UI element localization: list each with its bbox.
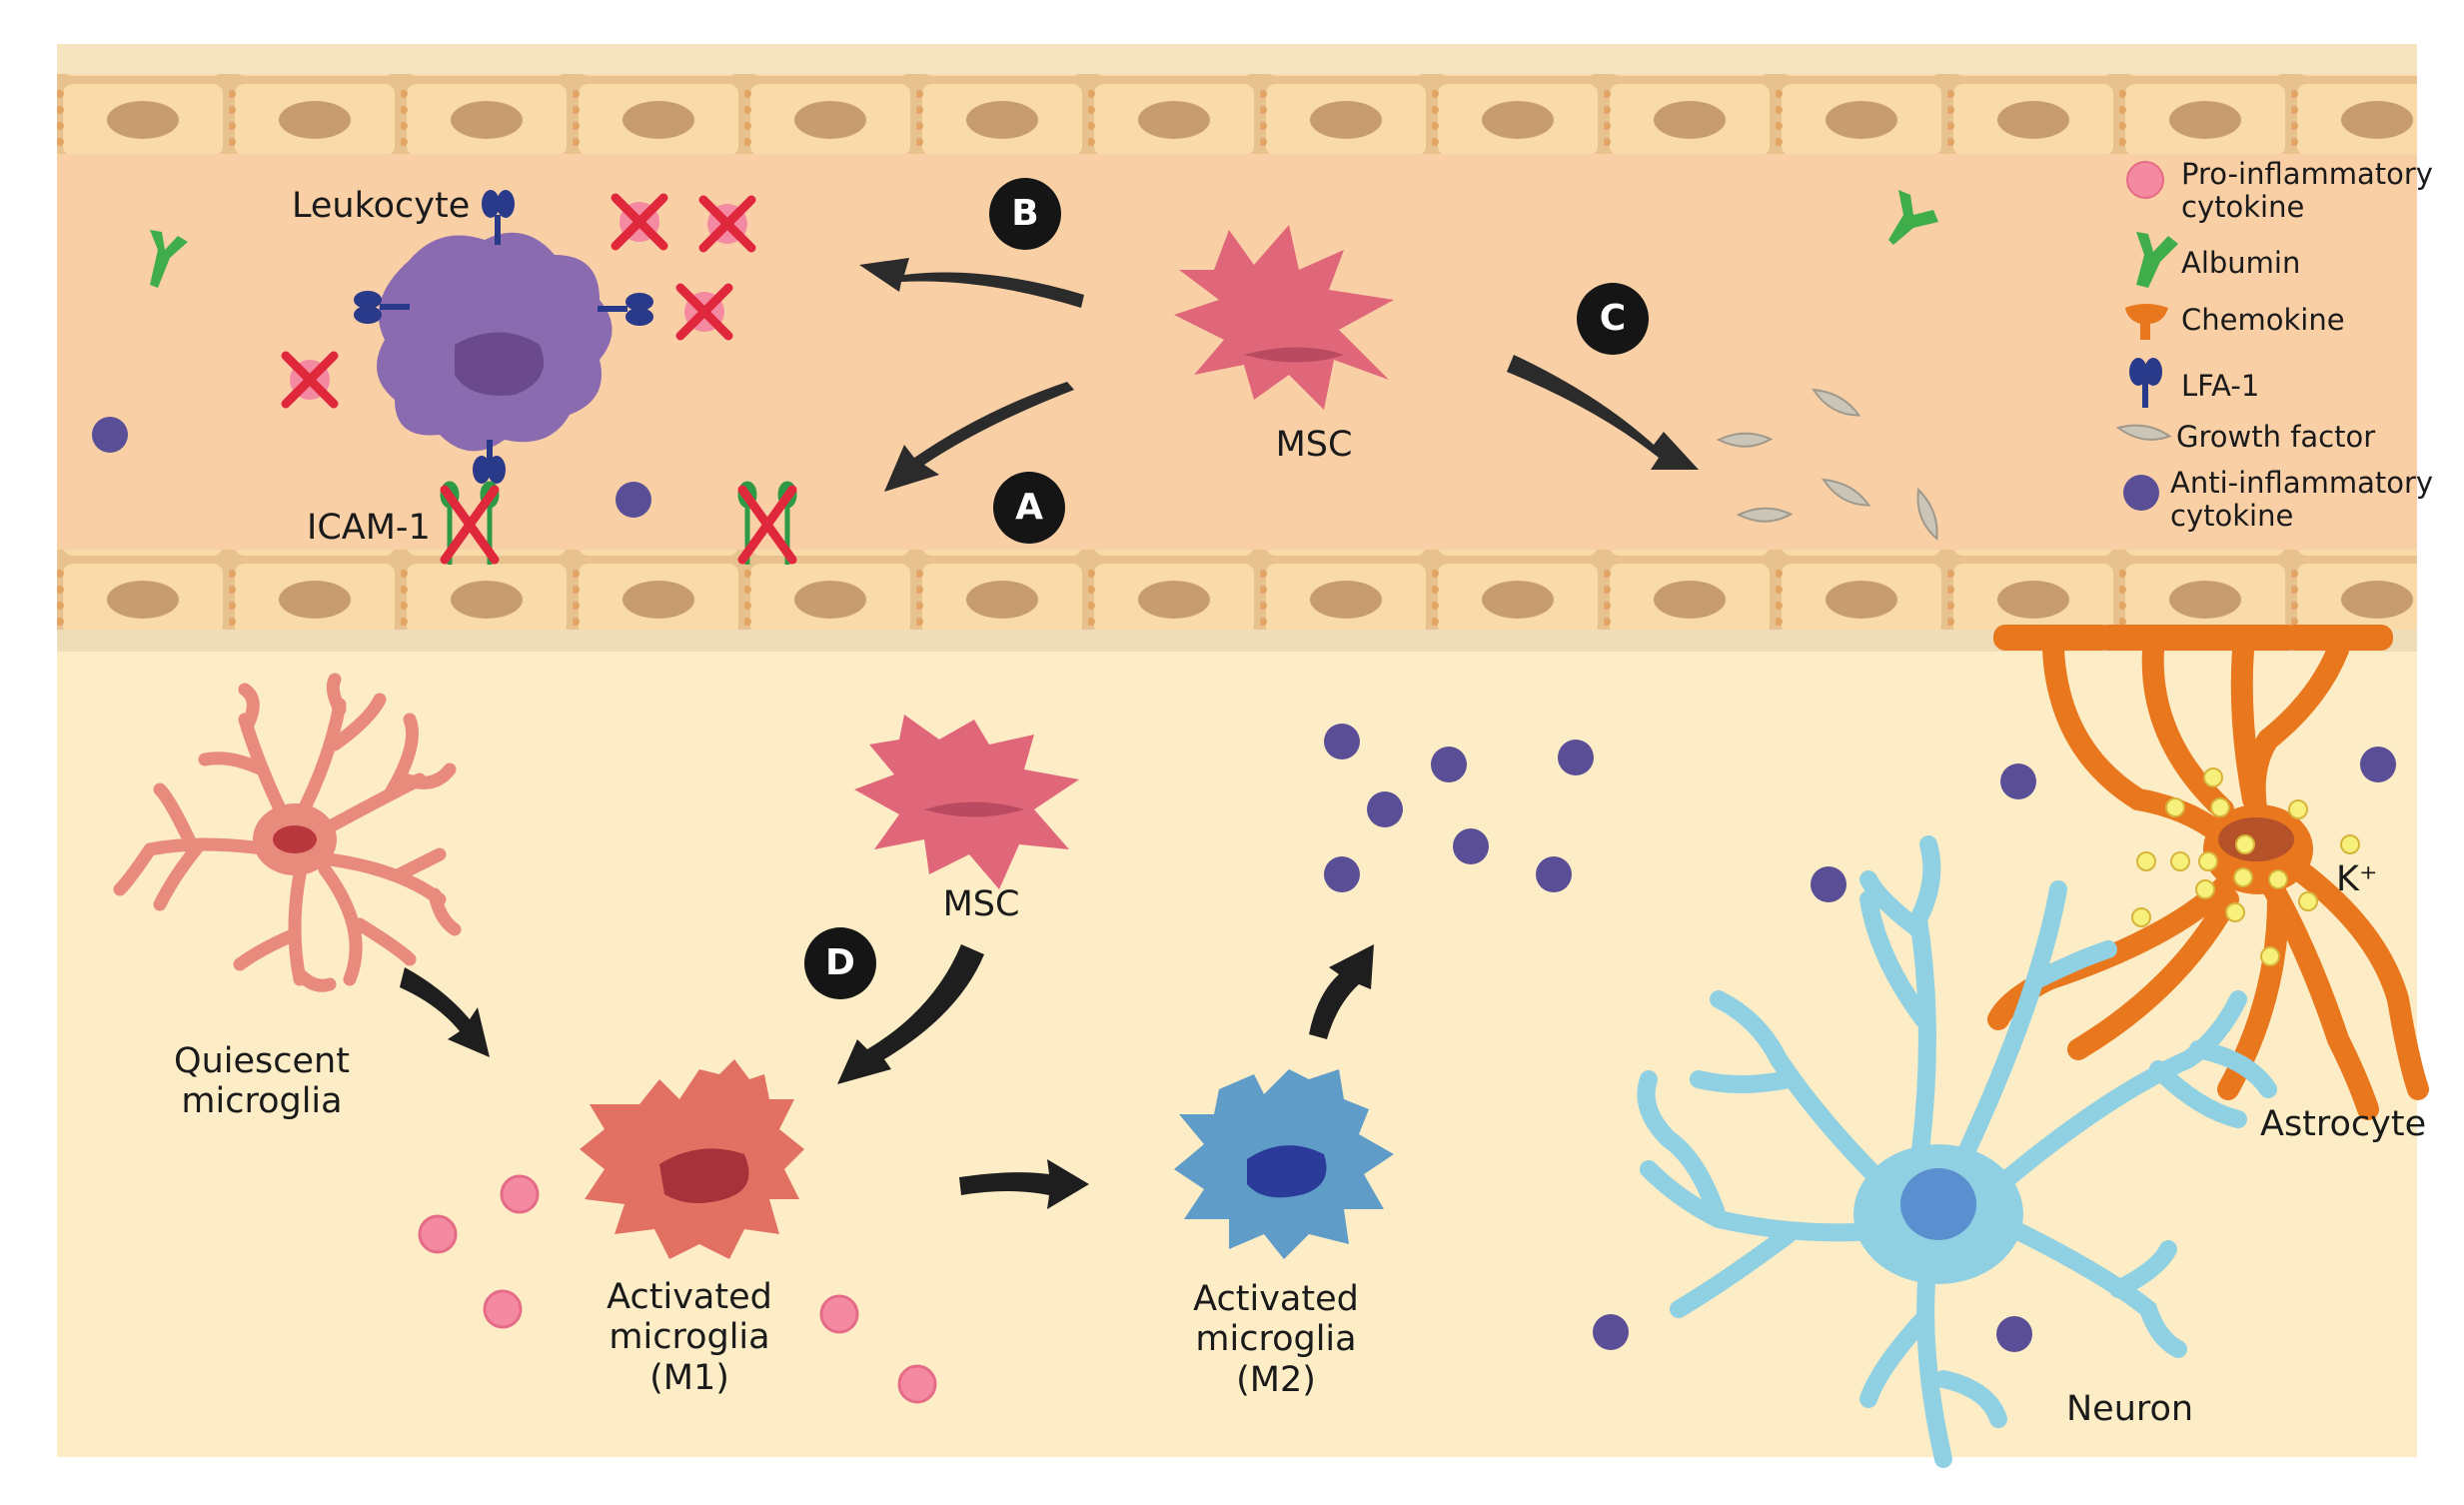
m1-microglia-label: Activated microglia (M1) [607, 1277, 772, 1398]
astrocyte-cell [1987, 625, 2429, 1120]
leukocyte-label: Leukocyte [292, 186, 471, 226]
m2-microglia-cell [1174, 1069, 1394, 1259]
anti-inflammatory-cytokines-brain [1324, 724, 2396, 1352]
arrow-m1-to-m2 [959, 1159, 1089, 1209]
neuron-cell [1637, 835, 2277, 1468]
pro-inflammatory-cytokine-icon [2126, 161, 2164, 199]
quiescent-microglia-cell [113, 673, 462, 992]
arrow-d [837, 944, 984, 1084]
msc-vessel-cell [1174, 225, 1394, 410]
arrow-c [1507, 355, 1699, 470]
astrocyte-label: Astrocyte [2260, 1104, 2427, 1144]
legend-label-anti-inflammatory: Anti-inflammatory cytokine [2170, 466, 2434, 534]
step-a-marker: A [993, 472, 1065, 544]
step-d-marker: D [804, 927, 876, 999]
legend-icons [2116, 161, 2178, 511]
pro-inflammatory-cytokines-brain [418, 1174, 937, 1404]
legend-label-pro-inflammatory: Pro-inflammatory cytokine [2181, 157, 2433, 225]
leukocyte-cell [354, 190, 653, 484]
m1-microglia-cell [580, 1059, 804, 1259]
icam-1-blocked [440, 481, 797, 565]
endothelium-bottom [57, 550, 2417, 630]
legend-label-chemokine: Chemokine [2181, 303, 2345, 337]
endothelium-top [57, 74, 2417, 154]
legend-label-albumin: Albumin [2181, 246, 2301, 280]
albumin-molecules [150, 190, 1938, 288]
vessel-wall-top [57, 44, 2417, 74]
step-b-marker: B [989, 178, 1061, 250]
anti-inflammatory-cytokines-vessel [92, 417, 651, 518]
msc-brain-label: MSC [942, 884, 1020, 924]
brain-arrows [400, 944, 1374, 1209]
arrow-quiescent-to-m1 [400, 967, 490, 1057]
msc-vessel-label: MSC [1275, 425, 1353, 465]
k-ion-dots [2131, 767, 2360, 966]
m2-microglia-label: Activated microglia (M2) [1193, 1279, 1359, 1400]
msc-brain-cell [854, 715, 1079, 889]
neuron-label: Neuron [2066, 1389, 2194, 1429]
albumin-icon [2136, 232, 2178, 288]
legend-label-growth-factor: Growth factor [2176, 420, 2376, 454]
legend-label-lfa-1: LFA-1 [2181, 369, 2260, 403]
anti-inflammatory-cytokine-icon [2123, 475, 2159, 511]
step-c-marker: C [1577, 283, 1649, 355]
quiescent-microglia-label: Quiescent microglia [174, 1041, 350, 1122]
icam-1-label: ICAM-1 [307, 508, 431, 548]
blocked-cytokine-marks [281, 193, 756, 409]
lfa-1-icon [2129, 358, 2162, 408]
chemokine-icon [2125, 304, 2168, 340]
arrow-a [884, 382, 1074, 492]
vessel-arrows [859, 258, 1699, 492]
k-ion-label: K⁺ [2336, 859, 2378, 899]
arrow-b [859, 258, 1084, 308]
arrow-m2-output [1309, 944, 1374, 1039]
